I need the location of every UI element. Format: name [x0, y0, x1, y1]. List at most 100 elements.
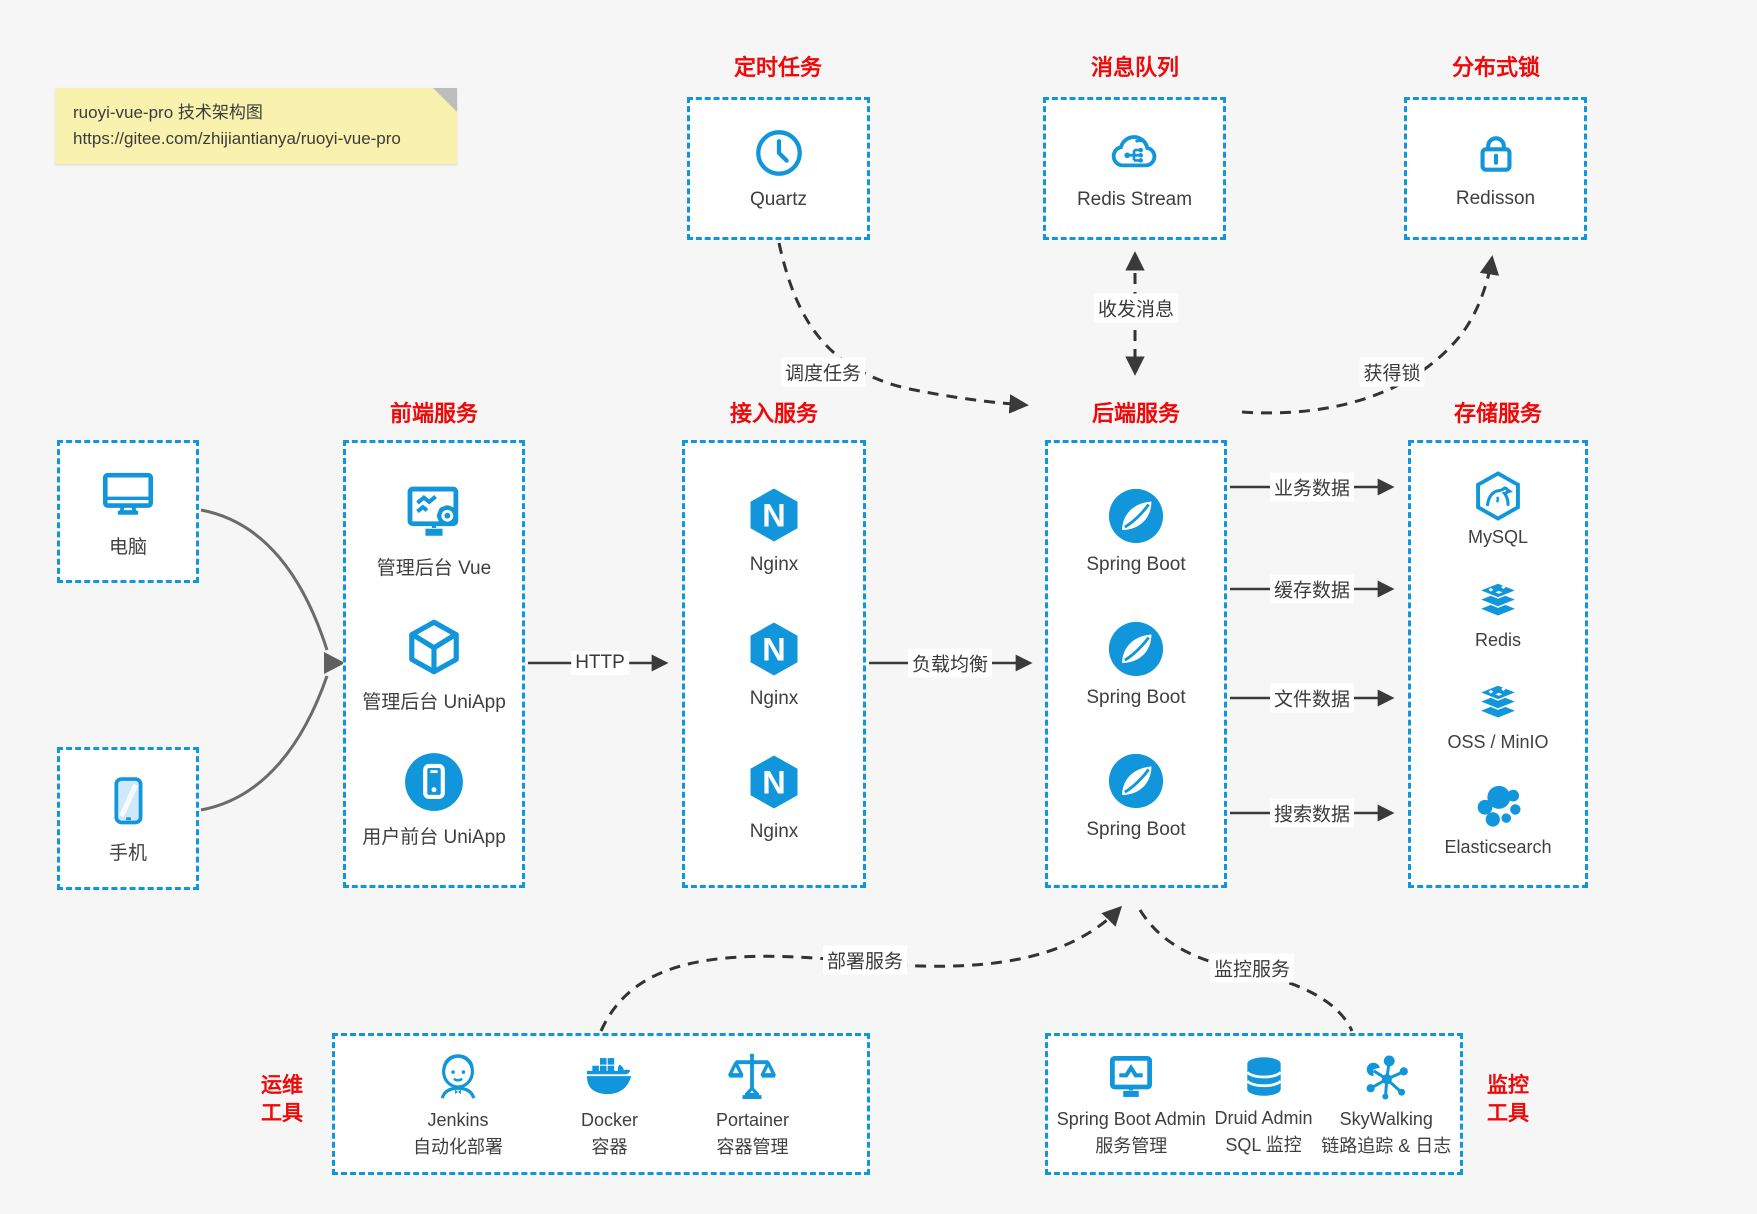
druid-sublabel: SQL 监控: [1225, 1134, 1302, 1155]
admin-vue-label: 管理后台 Vue: [376, 557, 492, 579]
frontend-box: 管理后台 Vue 管理后台 UniApp 用户前台 UniApp: [343, 440, 525, 888]
storage-box: MySQL Redis OSS / MinIO Elasticsearch: [1408, 440, 1588, 888]
docker-sublabel: 容器: [591, 1136, 628, 1157]
quartz-node: Quartz: [750, 126, 807, 211]
monitoring-tools-box: Spring Boot Admin 服务管理 Druid Admin SQL 监…: [1045, 1033, 1463, 1175]
spring-boot-admin-icon: [1105, 1051, 1157, 1103]
nginx-icon: [744, 619, 804, 679]
title-gateway: 接入服务: [729, 401, 819, 426]
redis-stream-label: Redis Stream: [1076, 189, 1193, 210]
mobile-app-icon: [403, 751, 465, 813]
jenkins-label: Jenkins: [427, 1109, 489, 1130]
monitoring-side-title: 监控 工具: [1478, 1072, 1538, 1128]
redisson-label: Redisson: [1455, 188, 1536, 209]
mobile-client-box: 手机: [57, 747, 199, 890]
client-arrowhead: [324, 652, 345, 674]
sticky-note: ruoyi-vue-pro 技术架构图 https://gitee.com/zh…: [55, 88, 457, 164]
scheduler-box: Quartz: [687, 97, 870, 240]
edge-label-acquire-lock: 获得锁: [1359, 357, 1425, 387]
elasticsearch-icon: [1472, 780, 1524, 832]
jenkins-node: Jenkins 自动化部署: [413, 1050, 503, 1159]
docker-icon: [582, 1050, 636, 1104]
spring-boot-label-2: Spring Boot: [1086, 686, 1186, 708]
note-title: ruoyi-vue-pro 技术架构图: [73, 103, 263, 122]
skywalking-icon: [1360, 1051, 1412, 1103]
spring-boot-node-3: Spring Boot: [1086, 752, 1186, 841]
title-storage: 存储服务: [1453, 401, 1543, 426]
docker-node: Docker 容器: [581, 1050, 638, 1159]
mysql-node: MySQL: [1468, 470, 1528, 548]
skywalking-label: SkyWalking: [1339, 1108, 1433, 1129]
edge-label-file-data: 文件数据: [1269, 683, 1355, 713]
portainer-sublabel: 容器管理: [716, 1136, 789, 1157]
spring-boot-icon: [1107, 620, 1165, 678]
title-frontend: 前端服务: [389, 401, 479, 426]
redis-stream-node: Redis Stream: [1077, 126, 1192, 211]
spring-boot-icon: [1107, 487, 1165, 545]
ops-side-title-line1: 运维: [261, 1074, 303, 1097]
jenkins-sublabel: 自动化部署: [412, 1136, 503, 1157]
backend-box: Spring Boot Spring Boot Spring Boot: [1045, 440, 1227, 888]
druid-label: Druid Admin: [1214, 1107, 1313, 1128]
ops-side-title-line2: 工具: [261, 1102, 303, 1125]
nginx-node-3: Nginx: [744, 752, 804, 843]
redisson-node: Redisson: [1456, 127, 1535, 210]
edge-label-schedule-task: 调度任务: [780, 357, 866, 387]
oss-minio-node: OSS / MinIO: [1447, 677, 1549, 753]
nginx-label-2: Nginx: [749, 687, 799, 709]
portainer-label: Portainer: [715, 1109, 790, 1130]
pc-client-box: 电脑: [57, 440, 199, 583]
spring-boot-node-1: Spring Boot: [1086, 487, 1186, 576]
client-curves: [200, 508, 329, 812]
docker-label: Docker: [580, 1109, 638, 1130]
user-uniapp-label: 用户前台 UniApp: [362, 826, 506, 848]
ops-side-title: 运维 工具: [252, 1072, 312, 1128]
edge-label-deploy-service: 部署服务: [822, 945, 908, 975]
spring-boot-admin-sublabel: 服务管理: [1095, 1135, 1168, 1156]
pc-label: 电脑: [108, 536, 147, 558]
portainer-node: Portainer 容器管理: [716, 1050, 789, 1159]
jenkins-icon: [431, 1050, 485, 1104]
mobile-label: 手机: [108, 842, 147, 864]
edge-label-monitor-service: 监控服务: [1209, 953, 1295, 983]
mq-box: Redis Stream: [1043, 97, 1226, 240]
oss-minio-label: OSS / MinIO: [1447, 732, 1549, 753]
monitoring-side-title-line2: 工具: [1487, 1102, 1529, 1125]
clock-icon: [752, 126, 806, 180]
oss-minio-icon: [1473, 677, 1523, 727]
lock-icon: [1470, 127, 1522, 179]
skywalking-sublabel: 链路追踪 & 日志: [1321, 1135, 1452, 1156]
ops-tools-box: Jenkins 自动化部署 Docker 容器 Portainer 容器管理: [332, 1033, 870, 1175]
admin-vue-icon: [402, 480, 466, 544]
smartphone-icon: [100, 773, 156, 829]
nginx-icon: [744, 752, 804, 812]
uniapp-cube-icon: [403, 616, 465, 678]
edge-label-business-data: 业务数据: [1269, 472, 1355, 502]
spring-boot-icon: [1107, 752, 1165, 810]
note-fold-corner: [433, 88, 457, 112]
edge-label-search-data: 搜索数据: [1269, 798, 1355, 828]
nginx-icon: [744, 485, 804, 545]
edge-label-send-receive-msg: 收发消息: [1093, 293, 1179, 323]
edge-label-cache-data: 缓存数据: [1269, 574, 1355, 604]
mysql-icon: [1472, 470, 1524, 522]
user-uniapp-node: 用户前台 UniApp: [362, 751, 506, 849]
spring-boot-node-2: Spring Boot: [1086, 620, 1186, 709]
note-url: https://gitee.com/zhijiantianya/ruoyi-vu…: [73, 129, 401, 149]
nginx-node-2: Nginx: [744, 619, 804, 710]
redis-icon: [1473, 575, 1523, 625]
lock-box: Redisson: [1404, 97, 1587, 240]
mysql-label: MySQL: [1467, 526, 1528, 547]
title-mq: 消息队列: [1090, 55, 1180, 80]
elasticsearch-node: Elasticsearch: [1444, 780, 1552, 858]
pc-node: 电脑: [99, 465, 157, 559]
druid-icon: [1239, 1052, 1289, 1102]
redis-node: Redis: [1473, 575, 1523, 651]
spring-boot-label-3: Spring Boot: [1086, 819, 1186, 841]
redis-label: Redis: [1474, 629, 1522, 650]
cloud-mq-icon: [1105, 126, 1163, 180]
skywalking-node: SkyWalking 链路追踪 & 日志: [1321, 1051, 1451, 1158]
title-lock: 分布式锁: [1451, 55, 1541, 80]
elasticsearch-label: Elasticsearch: [1444, 837, 1552, 858]
